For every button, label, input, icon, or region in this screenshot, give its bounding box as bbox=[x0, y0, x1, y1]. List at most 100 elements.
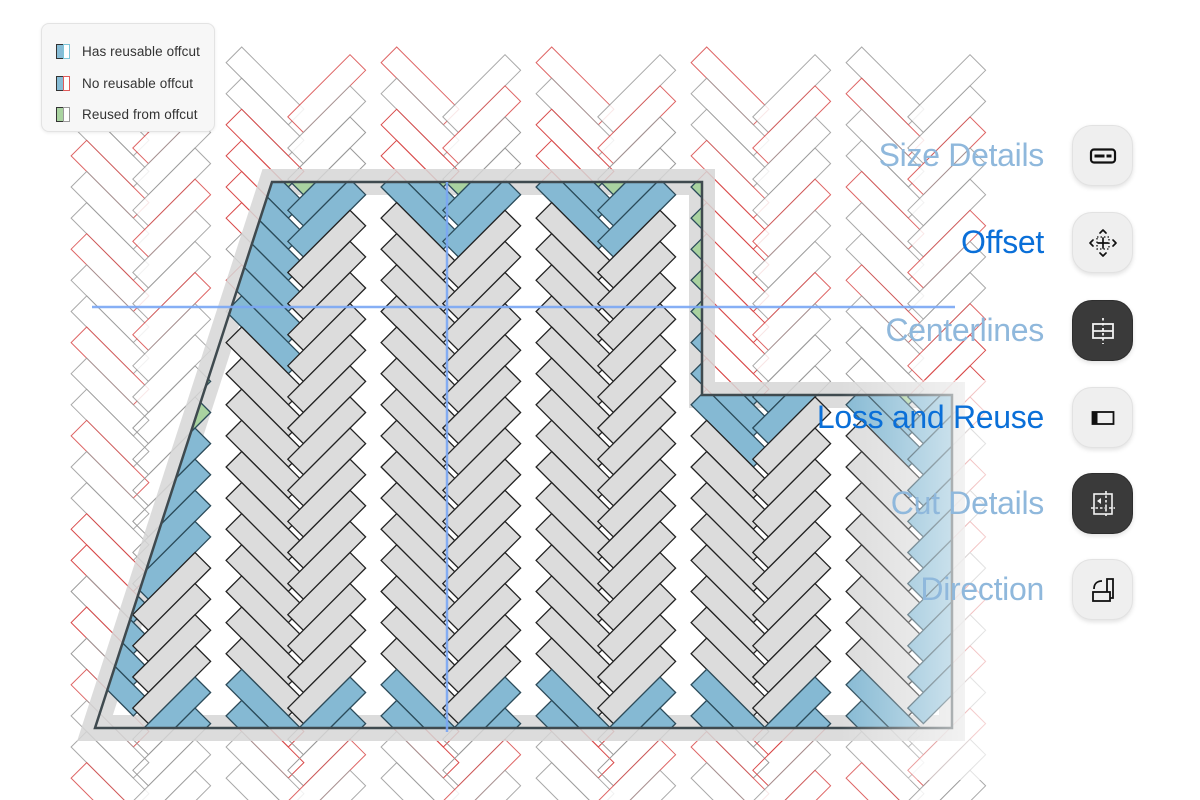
full-tile bbox=[596, 240, 677, 321]
tool-size-details[interactable]: Size Details bbox=[879, 125, 1133, 186]
offcut-tile bbox=[132, 147, 212, 227]
full-tile bbox=[131, 644, 212, 725]
offcut-tile bbox=[70, 730, 150, 800]
loss-and-reuse-button[interactable] bbox=[1072, 387, 1133, 448]
full-tile bbox=[441, 644, 522, 725]
full-tile bbox=[596, 209, 677, 289]
tool-cut-details[interactable]: Cut Details bbox=[891, 473, 1133, 534]
offcut-tile bbox=[380, 761, 435, 800]
tool-label-offset[interactable]: Offset bbox=[961, 224, 1044, 260]
full-tile bbox=[441, 240, 522, 321]
offcut-tile bbox=[907, 147, 987, 227]
cut-details-button[interactable] bbox=[1072, 473, 1133, 534]
offcut-tile bbox=[319, 769, 367, 800]
offcut-tile bbox=[442, 85, 522, 165]
cut-tile bbox=[535, 699, 615, 728]
legend-item-no-reusable-offcut: No reusable offcut bbox=[56, 68, 214, 100]
fade-overlay bbox=[620, 380, 1020, 780]
offcut-tile bbox=[752, 53, 832, 134]
offcut-tile bbox=[752, 85, 832, 165]
offcut-tile bbox=[907, 116, 987, 196]
cut-tile bbox=[441, 182, 522, 196]
full-tile bbox=[441, 551, 522, 632]
move-arrows-icon bbox=[1088, 228, 1117, 257]
tool-label-size-details[interactable]: Size Details bbox=[878, 137, 1045, 173]
offcut-tile bbox=[752, 178, 832, 258]
offcut-tile bbox=[752, 116, 832, 196]
cut-tile bbox=[380, 699, 460, 728]
offcut-tile bbox=[535, 761, 590, 800]
full-tile bbox=[286, 302, 367, 383]
cut-tile bbox=[225, 699, 305, 728]
full-tile bbox=[441, 364, 522, 445]
full-tile bbox=[131, 582, 212, 663]
direction-button[interactable] bbox=[1072, 559, 1133, 620]
legend-item-has-reusable-offcut: Has reusable offcut bbox=[56, 36, 214, 68]
offcut-tile bbox=[225, 761, 280, 800]
full-tile bbox=[286, 644, 367, 725]
offcut-tile bbox=[443, 738, 522, 800]
full-tile bbox=[286, 458, 367, 538]
centerlines-button[interactable] bbox=[1072, 300, 1133, 361]
full-tile bbox=[286, 427, 367, 507]
offcut-tile bbox=[287, 53, 367, 134]
full-tile bbox=[286, 582, 367, 663]
full-tile bbox=[441, 427, 522, 507]
offcut-tile bbox=[132, 178, 212, 258]
offcut-tile bbox=[133, 738, 212, 800]
tool-loss-and-reuse[interactable]: Loss and Reuse bbox=[817, 387, 1133, 448]
full-tile bbox=[286, 613, 367, 694]
offset-button[interactable] bbox=[1072, 212, 1133, 273]
offcut-tile bbox=[752, 209, 832, 289]
legend-label: Has reusable offcut bbox=[82, 44, 200, 60]
tool-offset[interactable]: Offset bbox=[961, 212, 1133, 273]
tool-label-direction[interactable]: Direction bbox=[920, 571, 1044, 607]
cut-tile bbox=[441, 676, 522, 728]
offcut-tile bbox=[132, 302, 212, 383]
offcut-tile bbox=[597, 85, 677, 165]
offcut-tile bbox=[70, 761, 125, 800]
loss-reuse-icon bbox=[1091, 410, 1114, 425]
full-tile bbox=[286, 551, 367, 632]
offcut-tile bbox=[907, 209, 987, 289]
full-tile bbox=[131, 551, 212, 632]
full-tile bbox=[286, 271, 367, 352]
offcut-tile bbox=[752, 302, 832, 383]
full-tile bbox=[596, 271, 677, 352]
full-tile bbox=[441, 271, 522, 352]
offcut-tile bbox=[907, 85, 987, 165]
offcut-tile bbox=[907, 178, 987, 258]
offcut-tile bbox=[132, 271, 212, 352]
full-tile bbox=[441, 613, 522, 694]
full-tile bbox=[286, 520, 367, 601]
tool-label-centerlines[interactable]: Centerlines bbox=[885, 312, 1044, 348]
full-tile bbox=[131, 613, 212, 694]
cut-tile bbox=[286, 182, 367, 258]
full-tile bbox=[286, 395, 367, 476]
legend-item-reused-from-offcut: Reused from offcut bbox=[56, 99, 214, 131]
cut-tile bbox=[441, 182, 522, 258]
tool-label-cut-details[interactable]: Cut Details bbox=[890, 485, 1045, 521]
offcut-tile bbox=[535, 730, 615, 800]
full-tile bbox=[286, 333, 367, 414]
offcut-tile bbox=[474, 769, 522, 800]
offcut-tile bbox=[132, 240, 212, 320]
offcut-tile bbox=[752, 147, 832, 227]
full-tile bbox=[441, 520, 522, 601]
cut-tile bbox=[596, 182, 677, 227]
tool-direction[interactable]: Direction bbox=[920, 559, 1133, 620]
full-tile bbox=[286, 489, 367, 570]
offcut-tile bbox=[752, 240, 832, 320]
tool-label-loss-and-reuse[interactable]: Loss and Reuse bbox=[816, 399, 1044, 435]
offcut-tile bbox=[907, 240, 987, 320]
cut-tile bbox=[131, 676, 212, 728]
offcut-tile bbox=[380, 730, 460, 800]
size-details-icon bbox=[1089, 147, 1116, 164]
full-tile bbox=[286, 209, 367, 289]
size-details-button[interactable] bbox=[1072, 125, 1133, 186]
full-tile bbox=[596, 302, 677, 383]
cut-tile bbox=[596, 182, 677, 258]
tool-centerlines[interactable]: Centerlines bbox=[885, 300, 1133, 361]
